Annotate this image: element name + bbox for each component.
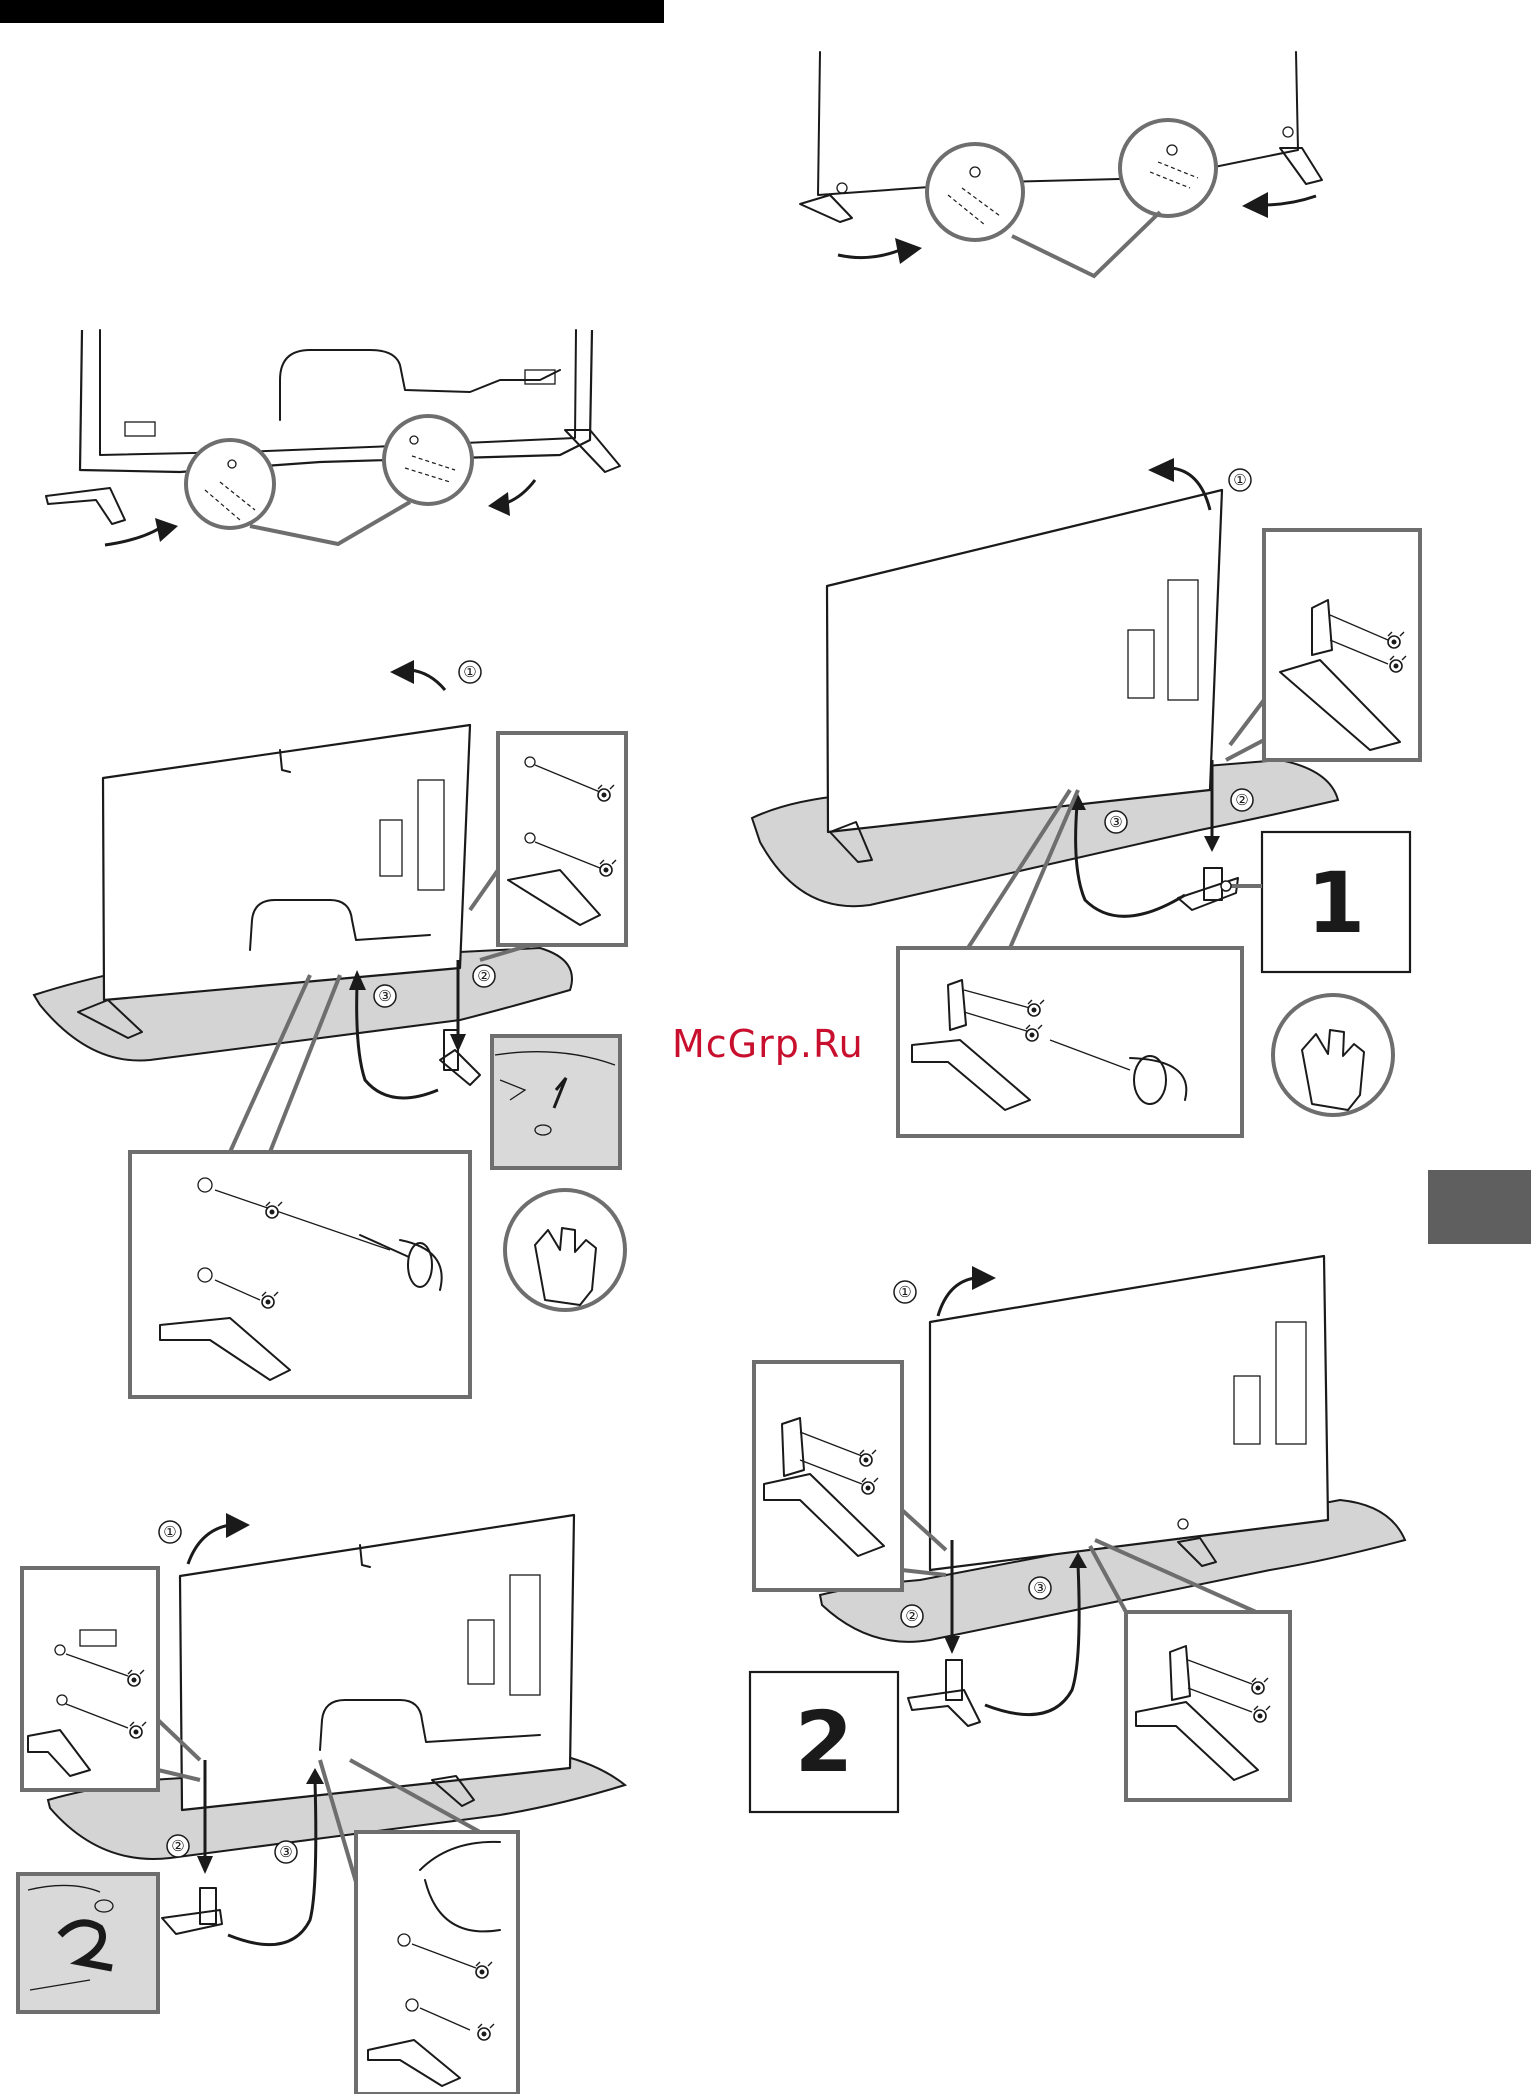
step-marker-2: ② (905, 1607, 918, 1625)
step-big-number-2: 2 (795, 1693, 853, 1791)
step-marker-1: ① (463, 663, 476, 681)
step-marker-1: ① (1233, 471, 1246, 489)
step-marker-3: ③ (1109, 813, 1122, 831)
step-big-number-1: 1 (1307, 854, 1365, 952)
diagram-fix-stand-right-2: ① ② ③ 2 (750, 1256, 1405, 1812)
diagram-fix-stand-left-1: ① ② ③ (34, 660, 626, 1397)
step-marker-2: ② (477, 967, 490, 985)
step-marker-1: ① (163, 1523, 176, 1541)
step-marker-2: ② (1235, 791, 1248, 809)
step-marker-3: ③ (279, 1843, 292, 1861)
diagram-attach-feet-left (46, 330, 620, 545)
step-marker-3: ③ (378, 987, 391, 1005)
step-marker-1: ① (898, 1283, 911, 1301)
diagram-fix-stand-left-2: ① ② ③ (18, 1513, 625, 2094)
watermark-text: McGrp.Ru (672, 1022, 864, 1066)
step-marker-2: ② (171, 1837, 184, 1855)
step-marker-3: ③ (1033, 1579, 1046, 1597)
diagram-attach-feet-right (800, 52, 1322, 276)
